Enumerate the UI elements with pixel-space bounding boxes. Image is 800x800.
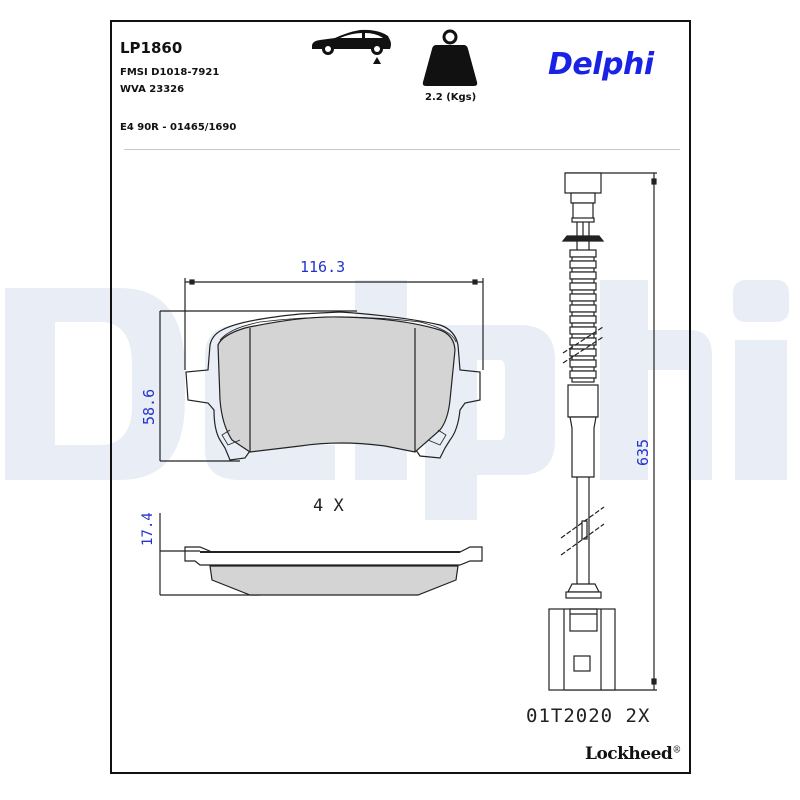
header-separator <box>124 149 680 150</box>
wva-code: WVA 23326 <box>120 84 185 95</box>
lockheed-brand: Lockheed <box>585 744 673 764</box>
part-number: LP1860 <box>120 39 183 57</box>
spec-sheet-frame: LP1860 FMSI D1018-7921 WVA 23326 E4 90R … <box>110 20 691 774</box>
pad-width-dimension: 116.3 <box>300 258 346 276</box>
sensor-length-dimension: 635 <box>634 438 652 466</box>
approval-number: E4 90R - 01465/1690 <box>120 122 237 133</box>
fmsi-code: FMSI D1018-7921 <box>120 67 220 78</box>
pad-height-dimension: 58.6 <box>140 388 158 425</box>
delphi-logo: Delphi <box>548 47 654 82</box>
lockheed-logo: Lockheed® <box>585 744 681 764</box>
pad-thickness-dimension: 17.4 <box>140 512 156 546</box>
pad-quantity: 4 X <box>313 496 344 516</box>
wear-sensor-code: 01T2020 2X <box>526 705 651 727</box>
registered-mark: ® <box>672 745 681 756</box>
weight-label: 2.2 (Kgs) <box>425 92 477 103</box>
